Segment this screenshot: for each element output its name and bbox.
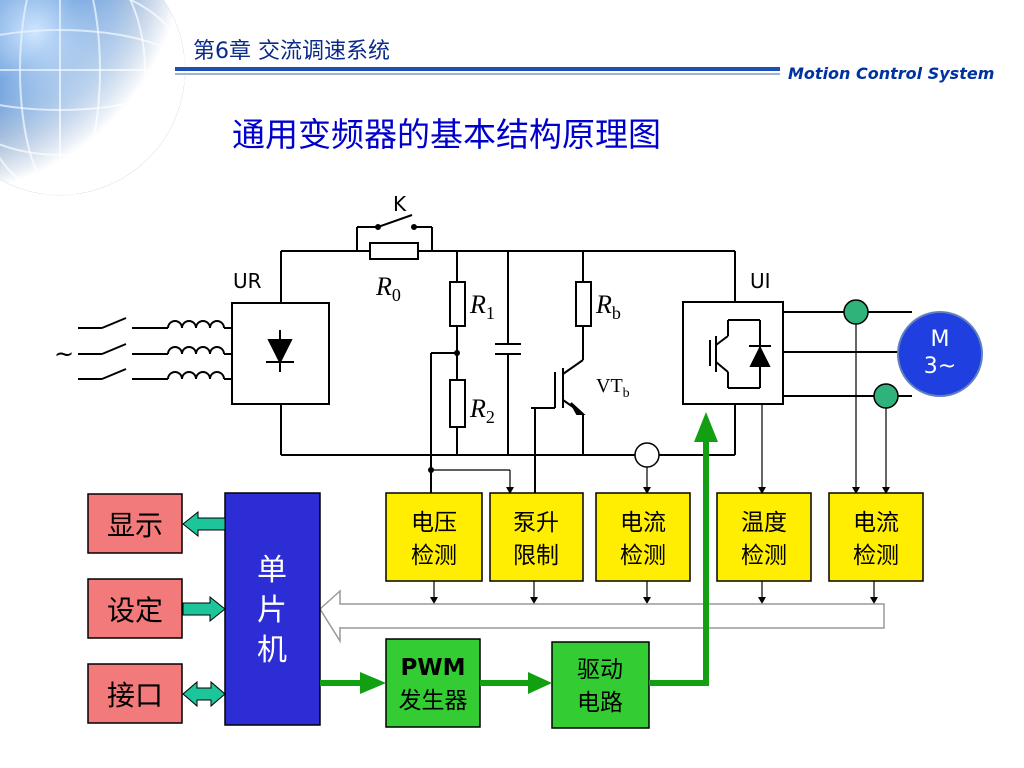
svg-text:单: 单 [257,553,287,588]
power-circuit [78,214,912,493]
bus-current-sensor [634,442,660,468]
mcu-block: 单 片 机 [224,492,321,726]
slide-title: 通用变频器的基本结构原理图 [232,115,661,154]
svg-text:电路: 电路 [577,690,623,716]
brand-text: Motion Control System [788,64,994,83]
motor-circle [897,311,983,397]
svg-text:设定: 设定 [107,594,163,627]
svg-text:温度: 温度 [741,510,787,536]
motor-label-m: M [931,327,950,352]
svg-text:发生器: 发生器 [399,688,468,714]
svg-text:电流: 电流 [620,510,666,536]
interface-block: 接口 [87,663,183,724]
detect-current-output: 电流 检测 [828,492,924,582]
svg-text:泵升: 泵升 [513,510,559,536]
display-block: 显示 [87,493,183,554]
svg-text:电压: 电压 [411,510,457,536]
detect-current-bus: 电流 检测 [595,492,691,582]
display-arrow [182,510,226,538]
control-flow-arrows [320,412,718,694]
rb-label: Rb [595,290,621,323]
r1-label: R1 [469,290,495,323]
svg-text:检测: 检测 [741,543,787,569]
signal-arrowheads [428,350,890,604]
svg-text:限制: 限制 [513,543,559,569]
r0-resistor [369,242,419,260]
interface-arrow [182,680,226,708]
output-sensor-top [843,299,869,325]
svg-text:PWM: PWM [400,655,465,681]
svg-text:检测: 检测 [620,543,666,569]
header-rule-blue [175,67,780,71]
rectifier-label: UR [233,269,262,293]
rb-resistor [575,281,592,327]
switch-label: K [393,192,407,216]
r2-label: R2 [469,394,495,427]
r1-resistor [449,281,466,327]
svg-text:检测: 检测 [853,543,899,569]
setting-arrow [182,595,226,623]
output-sensor-bottom [873,383,899,409]
svg-text:检测: 检测 [411,543,457,569]
svg-text:片: 片 [257,593,287,628]
svg-text:接口: 接口 [107,679,163,712]
svg-text:机: 机 [257,633,287,668]
r2-resistor [449,379,466,428]
detect-temperature: 温度 检测 [716,492,812,582]
svg-text:显示: 显示 [107,509,163,542]
inverter-label: UI [750,269,771,293]
ac-input-lines [78,317,232,380]
detect-pump-limit: 泵升 限制 [489,492,584,582]
pwm-block: PWM 发生器 [385,638,481,728]
svg-text:驱动: 驱动 [577,657,623,683]
vtb-label: VTb [596,375,630,401]
r0-label: R0 [375,272,401,305]
data-bus-arrow [319,589,885,644]
chapter-title: 第6章 交流调速系统 [193,39,390,64]
ac-symbol: ~ [54,340,74,368]
motor-label-phase: 3~ [924,354,956,379]
svg-text:电流: 电流 [853,510,899,536]
driver-block: 驱动 电路 [551,641,650,729]
globe-logo [0,0,186,196]
setting-block: 设定 [87,578,183,639]
header-rule-grey [175,73,780,75]
detect-voltage: 电压 检测 [385,492,483,582]
